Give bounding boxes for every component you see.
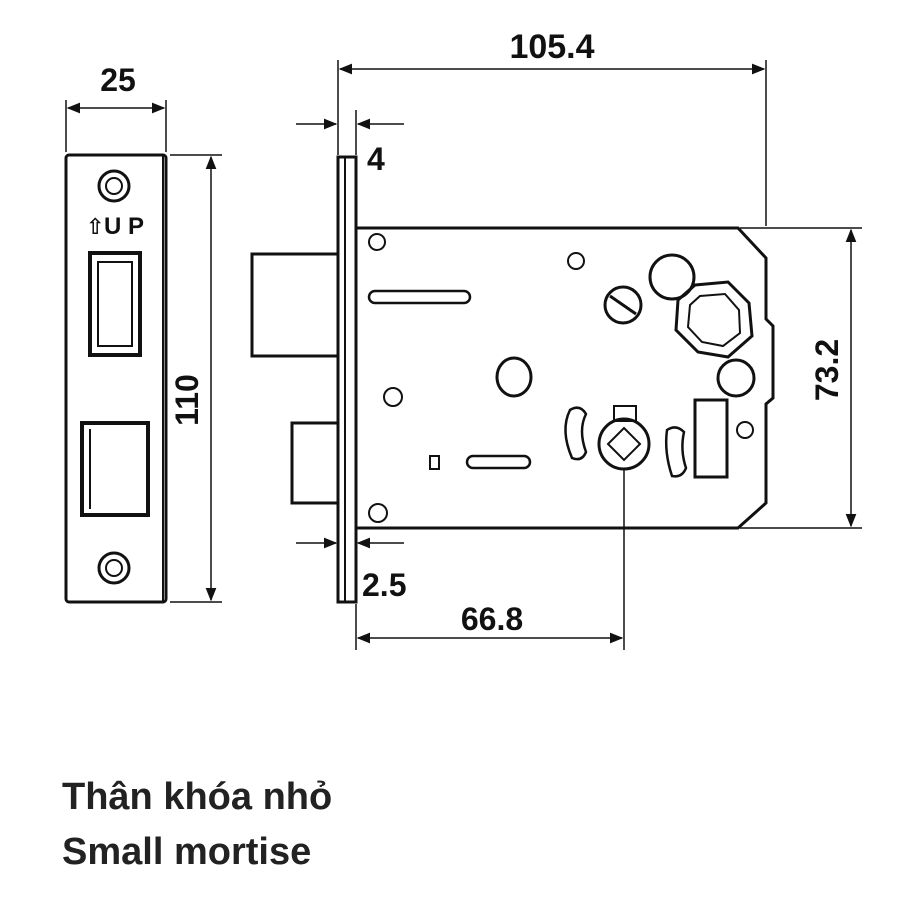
dimension-backset xyxy=(355,470,625,650)
front-plate-side xyxy=(336,155,358,604)
up-arrow-icon: ⇧ xyxy=(86,215,104,240)
dimension-faceplate-width xyxy=(65,100,167,152)
dimension-faceplate-thickness-label: 4 xyxy=(367,141,385,177)
case-screw-bottom-left xyxy=(368,503,388,523)
upper-slot xyxy=(367,289,472,305)
cylinder-cam-square xyxy=(606,426,642,462)
deadbolt xyxy=(290,421,340,505)
spindle-hub xyxy=(674,280,754,359)
dimension-overall-width xyxy=(337,60,767,226)
deadbolt-opening xyxy=(80,421,150,517)
dimension-faceplate-thickness xyxy=(296,110,404,155)
case-screw-inner xyxy=(567,252,585,270)
latch-opening-inner xyxy=(97,261,133,347)
caption-vietnamese: Thân khóa nhỏ xyxy=(62,776,333,818)
top-screw-hole xyxy=(97,169,131,203)
spindle-hub-inner xyxy=(686,292,742,348)
lower-slot xyxy=(465,454,532,470)
deadbolt-tail xyxy=(693,398,729,479)
bottom-screw-hole-inner xyxy=(105,559,123,577)
dimension-faceplate-height-label: 110 xyxy=(169,374,205,426)
case-screw-right xyxy=(736,421,754,439)
lock-case xyxy=(356,226,775,530)
caption-english: Small mortise xyxy=(62,831,312,873)
lower-round-hole xyxy=(716,358,756,398)
faceplate-outline xyxy=(64,153,168,604)
dimension-body-height-label: 73.2 xyxy=(809,339,845,401)
latch-opening xyxy=(88,251,142,357)
dimension-plate-offset-label: 2.5 xyxy=(362,567,406,603)
case-screw-top-left xyxy=(368,233,386,251)
latch-bolt xyxy=(250,252,340,358)
bottom-screw-hole xyxy=(97,551,131,585)
dimension-backset-label: 66.8 xyxy=(461,601,523,637)
cylinder-cam-tab xyxy=(613,405,637,422)
case-screw-mid-left xyxy=(383,387,403,407)
faceplate-front-view xyxy=(64,153,168,604)
cylinder-cam xyxy=(597,417,651,471)
dimension-body-height xyxy=(740,227,862,529)
large-round-hole xyxy=(648,253,696,301)
dimension-faceplate-height xyxy=(170,154,222,603)
top-screw-hole-inner xyxy=(105,177,123,195)
dimension-faceplate-width-label: 25 xyxy=(100,62,136,98)
left-curved-slot xyxy=(564,406,588,461)
dimension-overall-width-label: 105.4 xyxy=(509,28,594,66)
up-marking: U P xyxy=(104,213,144,240)
small-square-mark xyxy=(429,455,440,470)
center-hole xyxy=(495,356,533,398)
slotted-cam xyxy=(603,285,643,325)
right-curved-slot xyxy=(664,426,688,478)
lock-body-side-view xyxy=(250,155,775,604)
